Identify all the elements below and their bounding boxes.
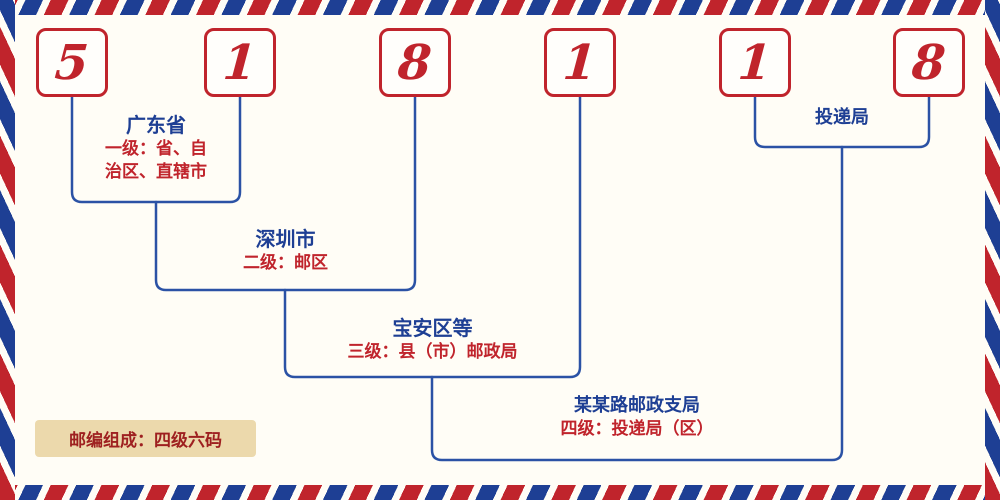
province-desc: 一级：省、自 治区、直辖市: [72, 138, 240, 184]
branch-name: 某某路邮政支局: [574, 395, 700, 416]
level-label-province: 广东省 一级：省、自 治区、直辖市: [72, 112, 240, 184]
city-desc: 二级：邮区: [243, 253, 328, 273]
province-name: 广东省: [126, 113, 186, 137]
airmail-border-left: [0, 0, 15, 500]
connector-level4: [430, 145, 844, 462]
connector-delivery-bureau: [753, 95, 931, 149]
postal-digit-6: 8: [910, 34, 948, 91]
district-name: 宝安区等: [392, 316, 473, 340]
city-name: 深圳市: [255, 227, 316, 251]
level-label-district: 宝安区等 三级：县（市）邮政局: [285, 315, 580, 364]
branch-desc: 四级：投递局（区）: [560, 419, 714, 439]
postal-digit-box-6: 8: [893, 28, 965, 97]
airmail-border-right: [985, 0, 1000, 500]
province-desc-line1: 一级：省、自: [105, 139, 207, 159]
level-label-city: 深圳市 二级：邮区: [156, 226, 415, 275]
postal-digit-box-4: 1: [544, 28, 616, 97]
district-desc: 三级：县（市）邮政局: [347, 342, 518, 362]
postal-digit-box-2: 1: [204, 28, 276, 97]
postal-digit-box-3: 8: [379, 28, 451, 97]
level-label-delivery-bureau: 投递局: [755, 106, 929, 130]
postal-digit-4: 1: [561, 34, 599, 91]
postal-digit-3: 8: [396, 34, 434, 91]
composition-badge-text: 邮编组成：四级六码: [69, 431, 222, 451]
postal-digit-box-1: 5: [36, 28, 108, 97]
province-desc-line2: 治区、直辖市: [105, 162, 207, 182]
postal-digit-2: 1: [221, 34, 259, 91]
postal-digit-box-5: 1: [719, 28, 791, 97]
delivery-bureau-name: 投递局: [815, 107, 869, 128]
airmail-border-bottom: [0, 485, 1000, 500]
postal-digit-1: 5: [53, 34, 91, 91]
composition-badge: 邮编组成：四级六码: [35, 420, 256, 457]
level-label-branch: 某某路邮政支局 四级：投递局（区）: [432, 394, 842, 441]
postal-digit-5: 1: [736, 34, 774, 91]
airmail-border-top: [0, 0, 1000, 15]
